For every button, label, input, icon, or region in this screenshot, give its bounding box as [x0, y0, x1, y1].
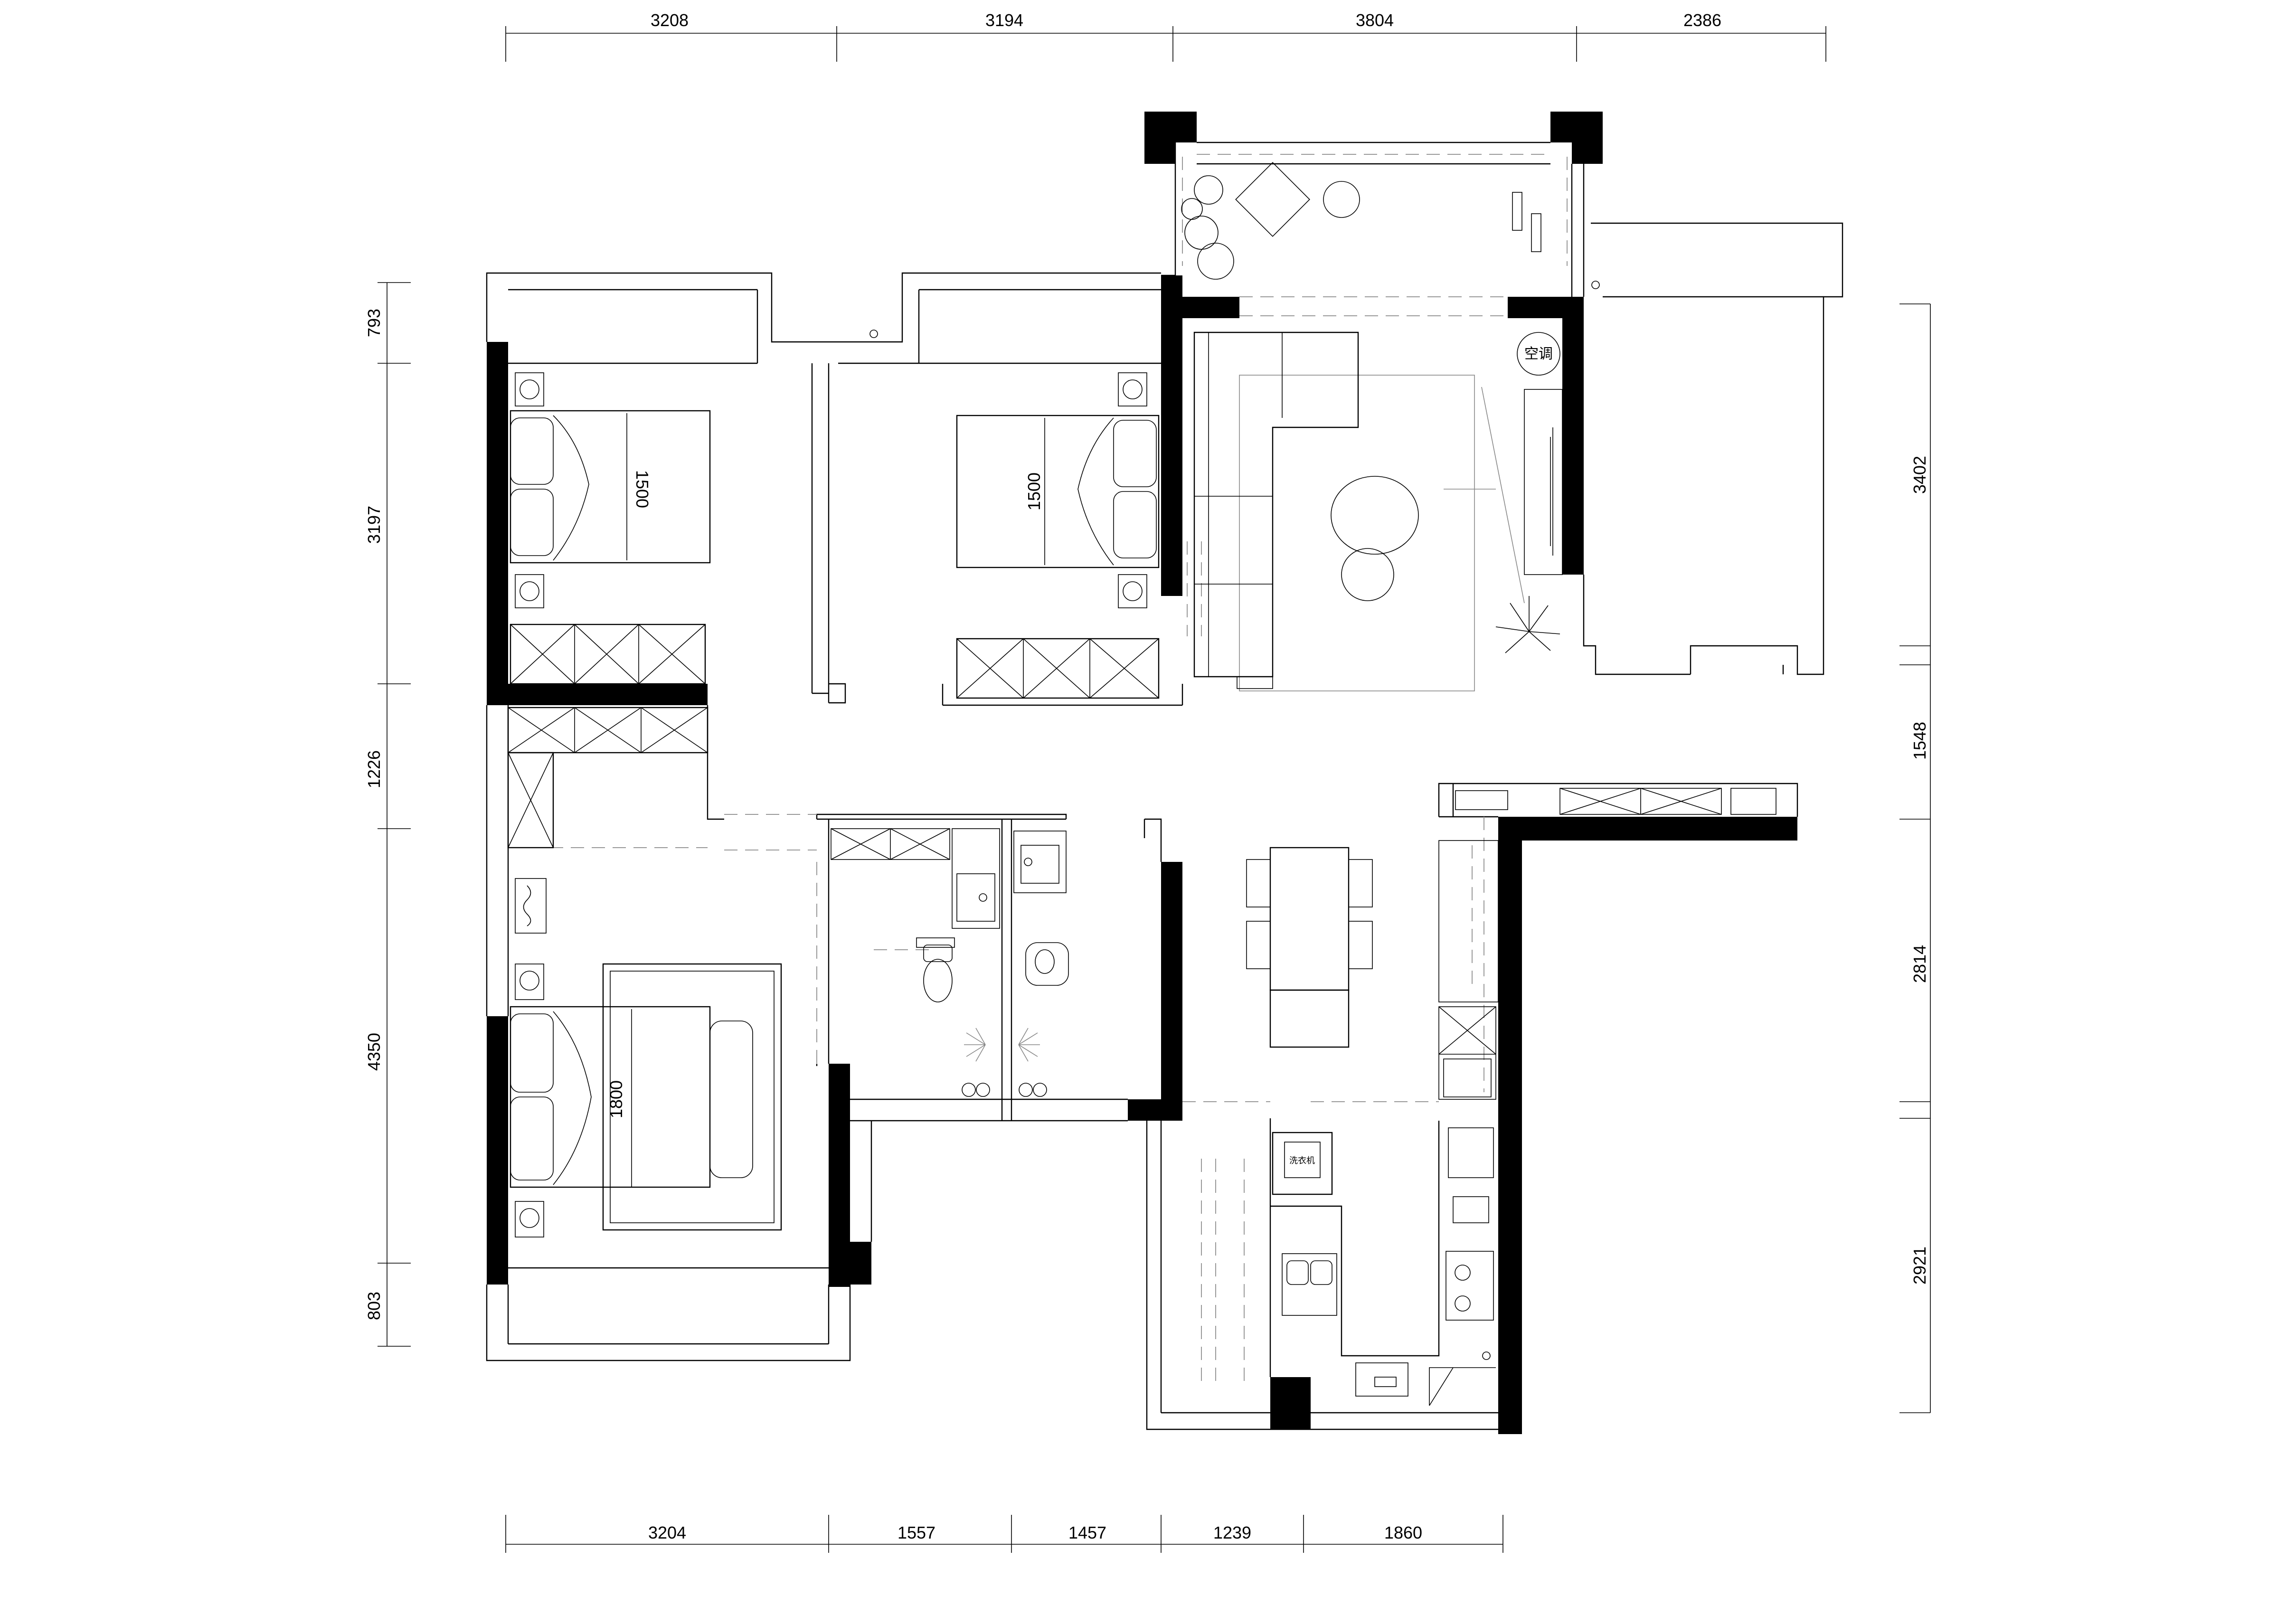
bathroom-1 — [831, 828, 1000, 1097]
vanity — [952, 828, 1000, 929]
dim-right-1: 3402 — [1910, 456, 1929, 494]
master-rug — [602, 963, 782, 1231]
socket-icon — [869, 330, 878, 338]
dim-top-2: 3194 — [985, 10, 1023, 30]
dining-table — [1269, 847, 1350, 991]
valve-icon — [1019, 1083, 1033, 1097]
bed-width-label-master: 1800 — [606, 1080, 626, 1118]
plant-icon — [1495, 596, 1560, 653]
air-conditioner-icon — [1517, 332, 1560, 376]
bed-width-label-1: 1500 — [633, 470, 652, 508]
tv-console — [1524, 389, 1563, 575]
opening-lines — [508, 154, 1568, 1387]
dim-left-5: 803 — [364, 1292, 384, 1320]
dim-bottom-5: 1860 — [1384, 1523, 1422, 1542]
dim-bottom-4: 1239 — [1213, 1523, 1251, 1542]
dim-left-4: 4350 — [364, 1033, 384, 1071]
nightstand-lamp-icon — [520, 1208, 539, 1228]
dim-right-3: 2814 — [1910, 945, 1929, 983]
living-rug — [1239, 375, 1475, 691]
nightstand-lamp-icon — [520, 379, 539, 399]
left-dimension-line: 793 3197 1226 4350 803 — [364, 282, 411, 1347]
shower-head-icon — [964, 1028, 986, 1062]
squat-toilet — [1025, 942, 1069, 986]
toilet — [923, 959, 953, 1002]
valve-icon — [1033, 1083, 1047, 1097]
microwave — [1453, 1196, 1489, 1223]
bedroom-2: 1500 — [956, 372, 1160, 699]
bedroom-1: 1500 — [510, 372, 711, 685]
dim-left-2: 3197 — [364, 506, 384, 544]
dim-top-1: 3208 — [651, 10, 689, 30]
bed-1500-b — [956, 415, 1160, 568]
dresser — [515, 878, 547, 934]
master-bedroom: 1800 — [507, 707, 782, 1238]
tall-cabinet — [1438, 1006, 1496, 1100]
fridge — [1448, 1127, 1494, 1178]
dim-top-3: 3804 — [1356, 10, 1394, 30]
outline-walls — [486, 142, 1843, 1430]
dining-area — [1246, 847, 1373, 1048]
dim-top-4: 2386 — [1683, 10, 1721, 30]
right-dimension-line: 3402 1548 2814 2921 — [1899, 303, 1931, 1413]
dim-bottom-1: 3204 — [648, 1523, 686, 1542]
dim-bottom-3: 1457 — [1068, 1523, 1106, 1542]
nightstand-lamp-icon — [520, 971, 539, 991]
top-dimension-line: 3208 3194 3804 2386 — [505, 10, 1826, 62]
top-balcony — [1181, 162, 1541, 280]
dim-right-2: 1548 — [1910, 722, 1929, 760]
dim-bottom-2: 1557 — [898, 1523, 935, 1542]
wardrobe — [507, 707, 709, 754]
basin — [1013, 831, 1067, 893]
washing-machine-label: 洗衣机 — [1289, 1156, 1315, 1166]
sink — [1282, 1253, 1337, 1316]
balcony-table — [1235, 162, 1310, 237]
dim-right-4: 2921 — [1910, 1247, 1929, 1285]
bottom-dimension-line: 3204 1557 1457 1239 1860 — [505, 1515, 1503, 1553]
bed-1500-a — [510, 410, 711, 564]
valve-icon — [962, 1083, 976, 1097]
nightstand-lamp-icon — [1123, 581, 1143, 601]
wardrobe — [510, 624, 706, 685]
socket-icon — [1591, 281, 1600, 289]
dim-left-3: 1226 — [364, 750, 384, 788]
washing-machine — [1272, 1132, 1333, 1195]
shower-head-icon — [1018, 1028, 1040, 1062]
air-conditioner-label: 空调 — [1524, 346, 1553, 362]
nightstand-lamp-icon — [520, 581, 539, 601]
bathroom-2 — [1013, 831, 1069, 1097]
coffee-table — [1331, 476, 1419, 555]
dim-left-1: 793 — [364, 309, 384, 337]
valve-icon — [976, 1083, 990, 1097]
living-room: 空调 — [1193, 331, 1563, 691]
socket-icon — [1482, 1351, 1491, 1360]
socket-markers — [869, 281, 1600, 1360]
kitchen: 洗衣机 — [1270, 788, 1776, 1406]
structural-walls — [487, 112, 1797, 1434]
wardrobe — [956, 638, 1160, 699]
bed-width-label-2: 1500 — [1024, 472, 1044, 510]
nightstand-lamp-icon — [1123, 379, 1143, 399]
stove — [1446, 1251, 1494, 1321]
bench — [709, 1020, 753, 1178]
sofa — [1193, 331, 1359, 678]
